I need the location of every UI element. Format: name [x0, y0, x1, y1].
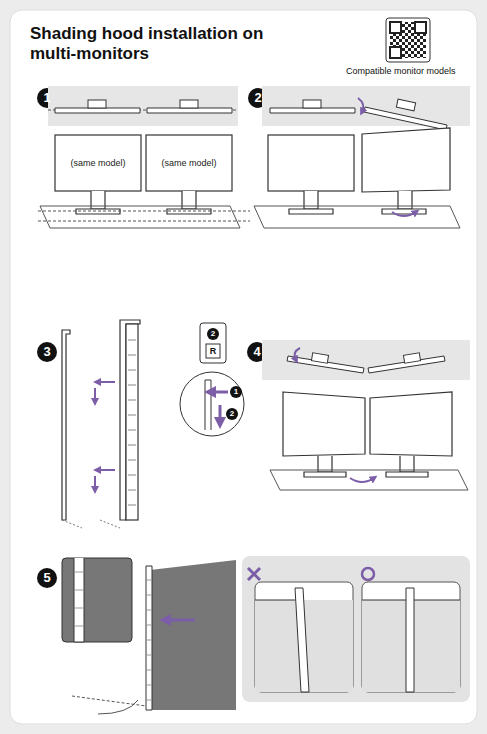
step-number: 2 — [248, 88, 268, 108]
part-letter: R — [207, 345, 219, 357]
title: Shading hood installation on multi-monit… — [30, 24, 290, 64]
callout-number: 2 — [207, 328, 219, 340]
step-number: 1 — [37, 88, 57, 108]
screen-label: (same model) — [70, 158, 125, 168]
callout-number: 2 — [226, 408, 238, 420]
callout-number: 1 — [230, 386, 242, 398]
step-number: 5 — [37, 568, 57, 588]
monitor-screen: (same model) — [146, 135, 232, 191]
screen-label: (same model) — [161, 158, 216, 168]
monitor-screen: (same model) — [55, 135, 141, 191]
caption-text: Compatible monitor models — [346, 66, 456, 76]
step-number: 4 — [247, 342, 267, 362]
step-number: 3 — [37, 342, 57, 362]
